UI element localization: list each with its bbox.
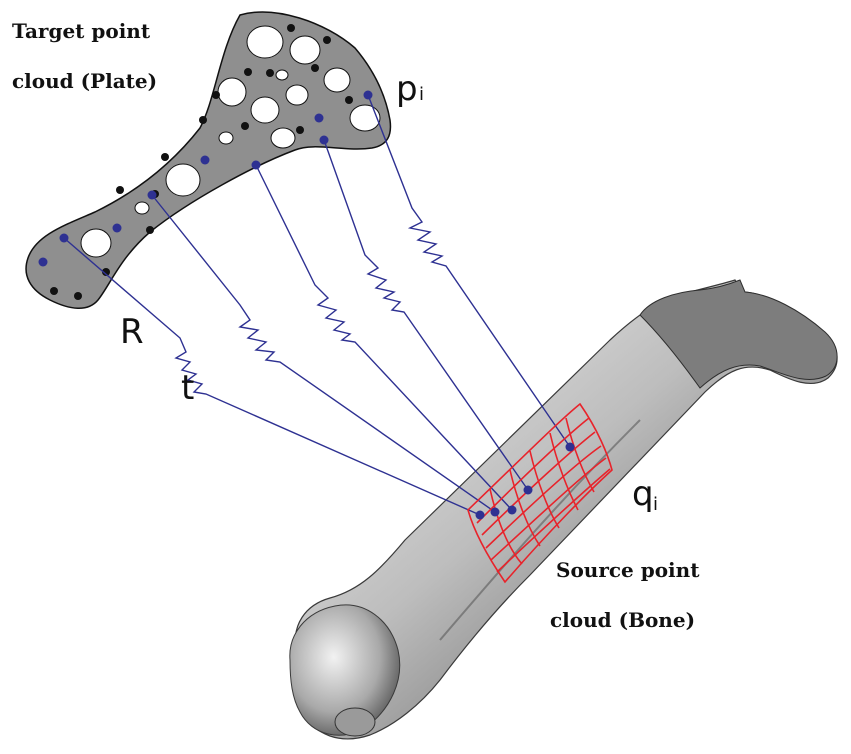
- point-blue: [565, 442, 575, 452]
- mesh-outline: [467, 402, 613, 584]
- point-blue: [507, 505, 517, 515]
- plate-hole: [165, 163, 201, 197]
- point-blue: [200, 155, 210, 165]
- point-blue: [363, 90, 373, 100]
- bone: [289, 279, 838, 740]
- point-blue: [319, 135, 329, 145]
- spring-line-2: [151, 194, 496, 513]
- point-black: [212, 91, 220, 99]
- plate-holes: [80, 25, 381, 258]
- point-blue: [523, 485, 533, 495]
- mesh-row: [476, 417, 590, 524]
- source-label-line1: Source point: [556, 558, 700, 582]
- mesh-col: [565, 417, 595, 493]
- q-subscript: i: [653, 494, 658, 515]
- bone-blue-points: [475, 442, 575, 520]
- point-black: [146, 226, 154, 234]
- spring-line-5: [367, 94, 571, 448]
- point-blue: [251, 160, 261, 170]
- plate-blue-points: [38, 90, 373, 267]
- p-label: p: [396, 69, 418, 109]
- point-black: [266, 69, 274, 77]
- bone-distal-end: [639, 279, 838, 389]
- source-label-line2: cloud (Bone): [550, 608, 695, 632]
- spring-line-4: [323, 139, 529, 491]
- plate-hole: [285, 84, 309, 106]
- point-blue: [490, 507, 500, 517]
- plate-hole: [323, 67, 351, 93]
- point-black: [50, 287, 58, 295]
- plate-hole: [134, 201, 150, 215]
- point-blue: [59, 233, 69, 243]
- q-label: q: [632, 474, 654, 514]
- mesh-col: [529, 450, 560, 529]
- point-blue: [112, 223, 122, 233]
- target-label-line1: Target point: [12, 19, 151, 43]
- point-black: [116, 186, 124, 194]
- plate-hole: [289, 35, 321, 65]
- plate-hole: [80, 228, 112, 258]
- point-black: [199, 116, 207, 124]
- point-black: [323, 36, 331, 44]
- plate-hole: [217, 77, 247, 107]
- plate-hole: [250, 96, 280, 124]
- bone-mesh: [467, 402, 613, 584]
- plate-hole: [246, 25, 284, 59]
- plate-hole: [218, 131, 234, 145]
- mesh-row: [496, 468, 611, 573]
- plate-hole: [275, 69, 289, 81]
- spring-line-3: [255, 164, 513, 511]
- spring-line-1: [63, 237, 481, 516]
- mesh-col: [549, 432, 579, 511]
- plate-hole: [270, 127, 296, 149]
- point-black: [296, 126, 304, 134]
- point-blue: [38, 257, 48, 267]
- point-black: [241, 122, 249, 130]
- point-blue: [475, 510, 485, 520]
- point-black: [287, 24, 295, 32]
- translation-label: t: [181, 368, 194, 408]
- point-black: [74, 292, 82, 300]
- point-black: [102, 268, 110, 276]
- point-black: [161, 153, 169, 161]
- mesh-col: [489, 488, 523, 565]
- point-black: [311, 64, 319, 72]
- bone-condyle: [334, 707, 376, 737]
- point-black: [244, 68, 252, 76]
- bone-proximal-end: [289, 604, 401, 736]
- point-blue: [147, 190, 157, 200]
- rotation-label: R: [120, 312, 144, 352]
- point-blue: [314, 113, 324, 123]
- plate-hole: [349, 104, 381, 132]
- correspondence-lines: [63, 94, 571, 516]
- mesh-col: [509, 469, 541, 547]
- point-black: [345, 96, 353, 104]
- target-label-line2: cloud (Plate): [12, 69, 157, 93]
- p-subscript: i: [419, 84, 424, 105]
